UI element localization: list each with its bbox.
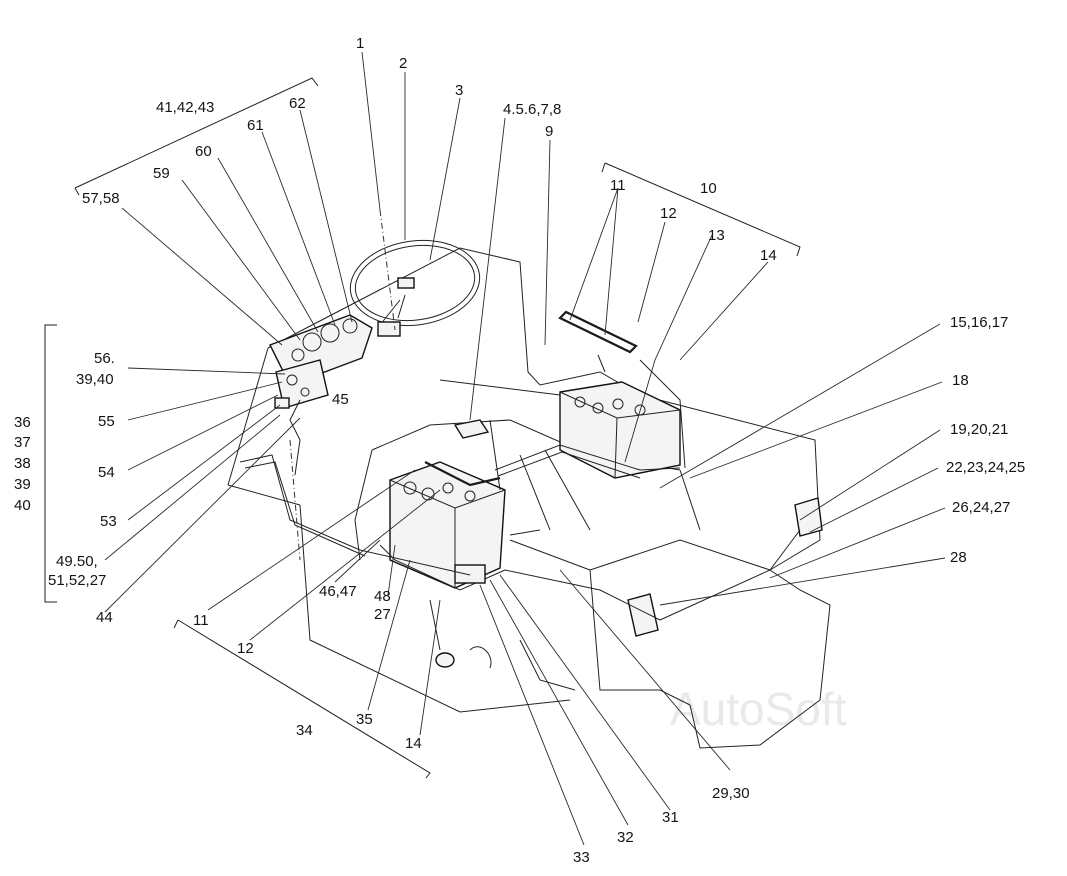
callout-27: 27 [374,606,391,623]
callout-48: 48 [374,588,391,605]
callout-14-bottom: 14 [405,735,422,752]
callout-61: 61 [247,117,264,134]
callout-51-52-27: 51,52,27 [48,572,106,589]
leader-lines [104,51,946,846]
callout-15-17: 15,16,17 [950,314,1008,331]
battery-rear [558,310,686,479]
battery-front [379,461,506,668]
callout-2: 2 [399,55,407,72]
callout-26-27: 26,24,27 [952,499,1010,516]
callout-34: 34 [296,722,313,739]
callout-57-58: 57,58 [82,190,120,207]
callout-9: 9 [545,123,553,140]
callout-4-8: 4.5.6,7,8 [503,101,561,118]
callout-33: 33 [573,849,590,866]
callout-3: 3 [455,82,463,99]
side-label-36: 36 [14,414,31,431]
watermark: AutoSoft [670,683,847,735]
callout-46-47: 46,47 [319,583,357,600]
rear-lamp-left [627,593,659,637]
callout-28: 28 [950,549,967,566]
callout-14-top: 14 [760,247,777,264]
callout-62: 62 [289,95,306,112]
callout-11-top: 11 [610,177,626,194]
callout-41-43: 41,42,43 [156,99,214,116]
callout-10: 10 [700,180,717,197]
callout-59: 59 [153,165,170,182]
callout-60: 60 [195,143,212,160]
callout-1: 1 [356,35,364,52]
callout-29-30: 29,30 [712,785,750,802]
side-label-39: 39 [14,476,31,493]
callout-labels: 1 2 3 4.5.6,7,8 9 10 11 12 13 14 15,16,1… [14,35,1025,866]
side-label-38: 38 [14,455,31,472]
callout-18: 18 [952,372,969,389]
callout-13: 13 [708,227,725,244]
side-label-40: 40 [14,497,31,514]
callout-55: 55 [98,413,115,430]
callout-44: 44 [96,609,113,626]
vehicle-body [227,247,831,749]
callout-22-25: 22,23,24,25 [946,459,1025,476]
callout-54: 54 [98,464,115,481]
relay-box [453,419,490,439]
steering-wheel [349,239,481,327]
callout-56: 56. [94,350,115,367]
instrument-panel [269,314,401,409]
callout-53: 53 [100,513,117,530]
callout-19-21: 19,20,21 [950,421,1008,438]
side-label-37: 37 [14,434,31,451]
callout-31: 31 [662,809,679,826]
callout-12-top: 12 [660,205,677,222]
brackets [44,77,801,779]
callout-35: 35 [356,711,373,728]
callout-12-bottom: 12 [237,640,254,657]
callout-11-bottom: 11 [193,612,209,629]
callout-49-50: 49.50, [56,553,98,570]
rear-lamp-right [794,497,823,537]
callout-39-40: 39,40 [76,371,114,388]
callout-45: 45 [332,391,349,408]
callout-32: 32 [617,829,634,846]
wiring-harness [239,399,801,621]
